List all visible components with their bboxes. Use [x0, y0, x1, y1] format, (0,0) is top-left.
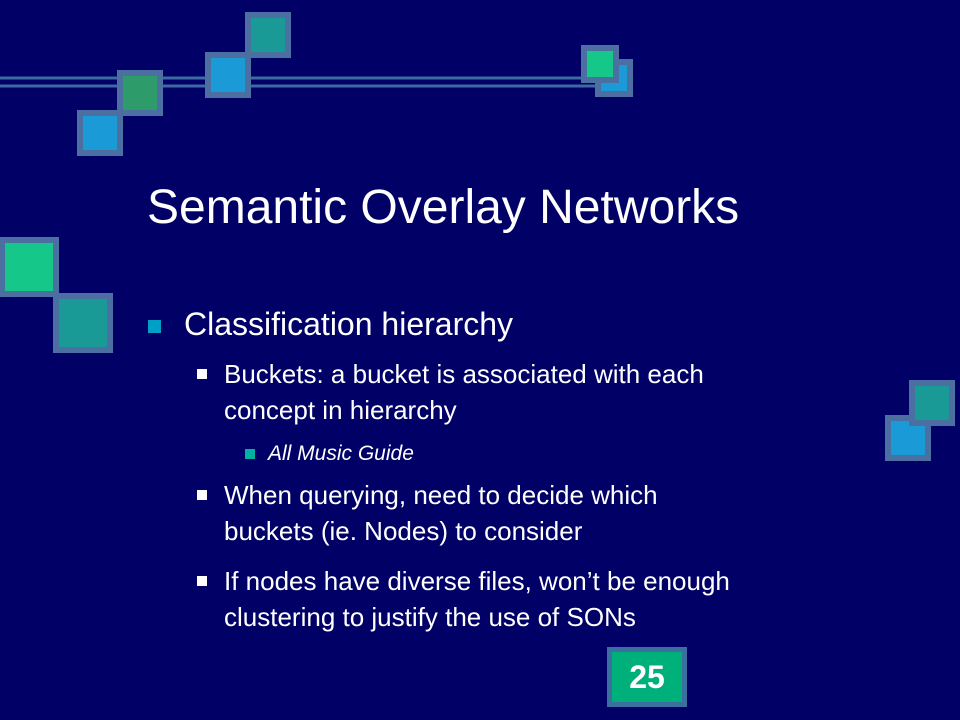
bullet-text-line2: buckets (ie. Nodes) to consider	[224, 516, 583, 546]
bullet-text-line1: Buckets: a bucket is associated with eac…	[224, 359, 704, 389]
bullet-square-icon	[197, 576, 207, 586]
page-number: 25	[629, 658, 665, 695]
square-left-1	[0, 237, 59, 297]
bullet-text: All Music Guide	[268, 442, 414, 465]
bullet-text-line2: clustering to justify the use of SONs	[224, 602, 636, 632]
bullet-text-line1: If nodes have diverse files, won’t be en…	[224, 566, 730, 596]
square-top-1	[245, 12, 291, 58]
bullet-text: Classification hierarchy	[184, 306, 514, 342]
bullet-square-icon	[245, 449, 255, 459]
bullet-square-icon	[197, 369, 207, 379]
top-lines	[0, 76, 620, 88]
square-top-4	[77, 110, 123, 156]
square-top-3	[117, 70, 163, 116]
square-top-2	[205, 52, 251, 98]
slide-title: Semantic Overlay Networks	[147, 181, 740, 234]
bullet-text-line1: When querying, need to decide which	[224, 480, 658, 510]
square-right-front	[909, 380, 955, 426]
page-number-box-fill	[609, 649, 685, 705]
square-left-2	[53, 293, 113, 353]
square-top-right-front	[581, 45, 619, 83]
bullet-square-icon	[148, 320, 161, 333]
bullet-square-icon	[197, 490, 207, 500]
page-number-box: 25	[607, 647, 687, 707]
bullet-text-line2: concept in hierarchy	[224, 395, 457, 425]
